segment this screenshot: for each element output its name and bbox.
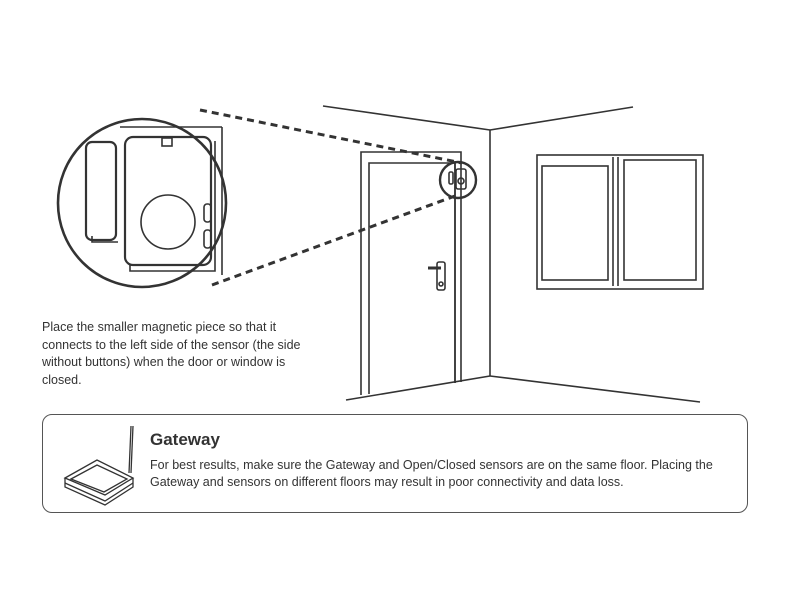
door [360, 151, 462, 395]
sensor-placement-caption: Place the smaller magnetic piece so that… [42, 320, 301, 387]
sensor-zoom-detail [56, 117, 228, 289]
window [536, 154, 704, 290]
sensor-highlight-circle [438, 160, 478, 200]
gateway-description: For best results, make sure the Gateway … [150, 458, 713, 489]
gateway-device-icon [63, 425, 135, 506]
gateway-title: Gateway [150, 430, 220, 449]
room-walls [322, 105, 701, 403]
zoom-dashed-lines [199, 108, 463, 287]
gateway-info-box: Gateway For best results, make sure the … [42, 414, 748, 513]
